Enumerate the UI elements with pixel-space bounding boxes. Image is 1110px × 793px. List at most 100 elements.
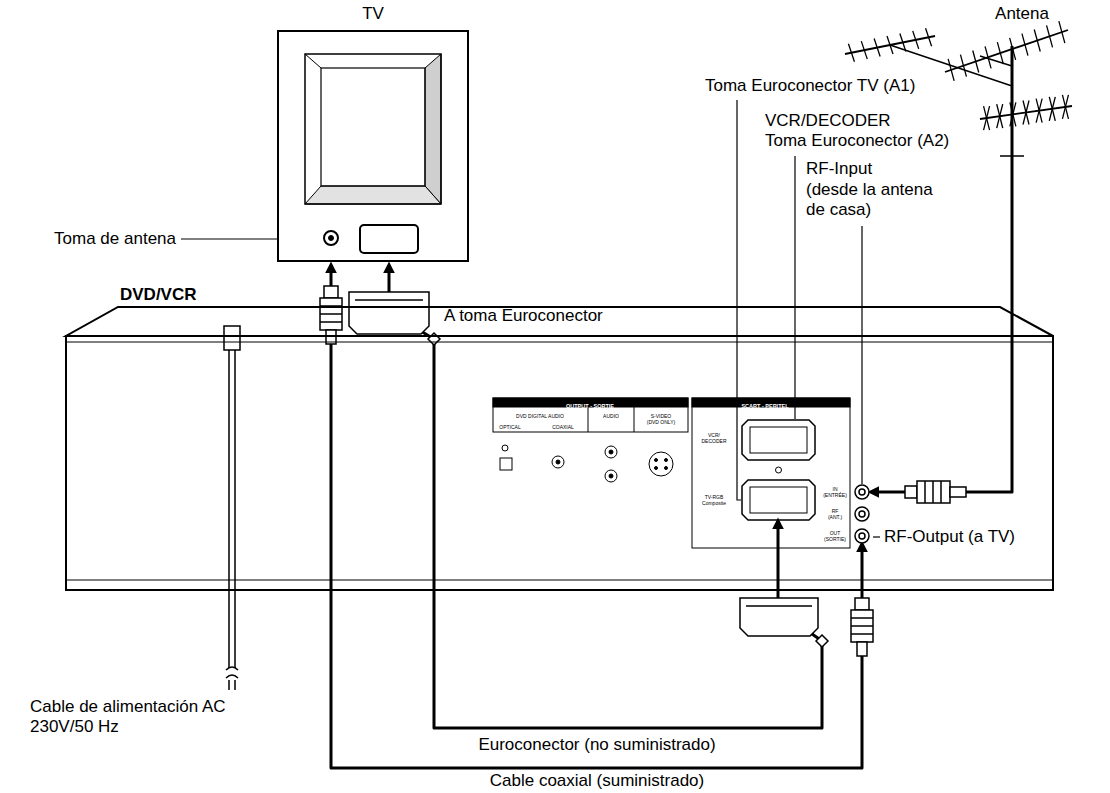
callout-label: Toma de antena	[54, 229, 176, 249]
antenna-element	[913, 31, 919, 49]
label-holder: S-VIDEO (DVD ONLY)	[647, 410, 676, 428]
antenna-element	[1010, 38, 1016, 60]
scart-socket	[360, 225, 418, 253]
tv-drawing	[278, 31, 468, 261]
output-panel	[588, 407, 634, 432]
cable-label: Cable coaxial (suministrado)	[487, 771, 707, 791]
rf-jack	[855, 485, 869, 499]
antenna-element	[985, 46, 991, 68]
antenna-element	[997, 104, 1003, 128]
antenna-element	[984, 106, 990, 130]
antenna-element	[861, 41, 867, 59]
label-holder: Cable de alimentación AC 230V/50 Hz	[30, 697, 226, 738]
dvd-vcr-unit-outline	[65, 306, 1055, 592]
output-panel	[605, 446, 617, 458]
output-panel	[665, 467, 668, 470]
antenna-element	[1036, 99, 1042, 123]
leader-line	[737, 100, 741, 500]
coaxial-plug	[324, 286, 338, 298]
antenna-element	[960, 55, 966, 77]
dvd-vcr-drawing	[66, 307, 1053, 590]
power-cord	[229, 680, 235, 690]
leader-line	[873, 536, 880, 537]
antenna-element	[1036, 99, 1042, 123]
dvd-vcr-unit: DVD/VCR	[65, 306, 1055, 592]
screen	[321, 68, 425, 186]
scart-plug	[816, 635, 828, 647]
antenna-element	[1062, 95, 1068, 119]
scart-panel	[750, 487, 807, 513]
callout-label: RF-Output (a TV)	[884, 527, 1015, 547]
antenna-element	[1059, 21, 1065, 43]
antenna-element	[1049, 97, 1055, 121]
rf-jack	[855, 485, 869, 543]
label-holder: TV-RGB Composite	[702, 491, 726, 509]
label-holder: Toma de antena	[54, 229, 176, 249]
coaxial-plug	[917, 481, 950, 503]
tv-housing	[278, 31, 468, 261]
coaxial-plug	[950, 487, 966, 497]
rf-jack	[859, 533, 865, 539]
panel-label: OUT (SORTIE)	[824, 531, 846, 543]
screen-bevel	[305, 186, 441, 204]
scart-plug	[746, 605, 812, 607]
scart-plug	[349, 292, 828, 647]
antenna-element	[887, 36, 893, 54]
antenna-element	[973, 51, 979, 73]
antenna-element	[1034, 30, 1040, 52]
antenna-drawing	[845, 21, 1072, 300]
label-holder: Toma Euroconector TV (A1)	[705, 76, 915, 96]
scart-plug	[428, 333, 440, 345]
tv-set-outline	[277, 30, 469, 262]
power-cord	[229, 350, 235, 668]
scart-panel	[750, 427, 807, 453]
coaxial-plug	[857, 642, 867, 656]
scart-panel	[692, 398, 850, 548]
scart-plug	[349, 292, 429, 334]
device-name: Antena	[995, 4, 1049, 24]
panel-label: IN (ENTRÉE)	[823, 487, 847, 499]
screen-frame	[305, 54, 441, 204]
label-holder: VCR/ DECODER	[701, 429, 726, 447]
antenna-boom	[845, 36, 935, 54]
scart-panel	[742, 480, 815, 520]
callout-label: Toma Euroconector TV (A1)	[705, 76, 915, 96]
coaxial-plug	[320, 298, 342, 330]
output-panel	[655, 467, 658, 470]
label-holder: OUTPUT - SORTIE	[566, 394, 614, 412]
antenna-element	[1023, 101, 1029, 125]
scart-cable	[389, 265, 822, 728]
panel-label: COAXIAL	[552, 425, 574, 431]
antenna-element	[984, 106, 990, 130]
rf-jack	[859, 511, 865, 517]
scart-panel	[742, 420, 815, 460]
antenna-jack	[329, 236, 334, 241]
antenna-mast	[1011, 46, 1014, 300]
output-panel	[609, 450, 613, 454]
coaxial-plug	[905, 486, 917, 498]
heading-holder: DVD/VCR	[120, 285, 197, 305]
label-holder: VCR/DECODER Toma Euroconector (A2)	[765, 111, 949, 152]
label-holder: RF-Output (a TV)	[884, 527, 1015, 547]
antenna-element	[926, 28, 932, 46]
heading-holder: TV	[362, 4, 384, 24]
output-panel	[493, 398, 688, 432]
antenna-element	[1062, 95, 1068, 119]
power-cord	[224, 326, 240, 690]
callout-label: VCR/DECODER Toma Euroconector (A2)	[765, 111, 949, 152]
rf-jack	[859, 489, 865, 495]
screen-bevel	[305, 54, 321, 68]
antenna-element	[1047, 25, 1053, 47]
label-holder: OPTICAL	[499, 415, 520, 433]
label-holder: RF-Input (desde la antena de casa)	[806, 159, 933, 220]
output-panel	[493, 398, 688, 482]
output-panel	[665, 459, 668, 462]
power-cord	[224, 326, 240, 350]
cable-label-holder: Euroconector (no suministrado)	[475, 735, 718, 755]
scart-plug	[355, 299, 423, 301]
scart-plug	[740, 598, 818, 636]
coaxial-plug	[855, 598, 869, 610]
callout-label: RF-Input (desde la antena de casa)	[806, 159, 933, 220]
